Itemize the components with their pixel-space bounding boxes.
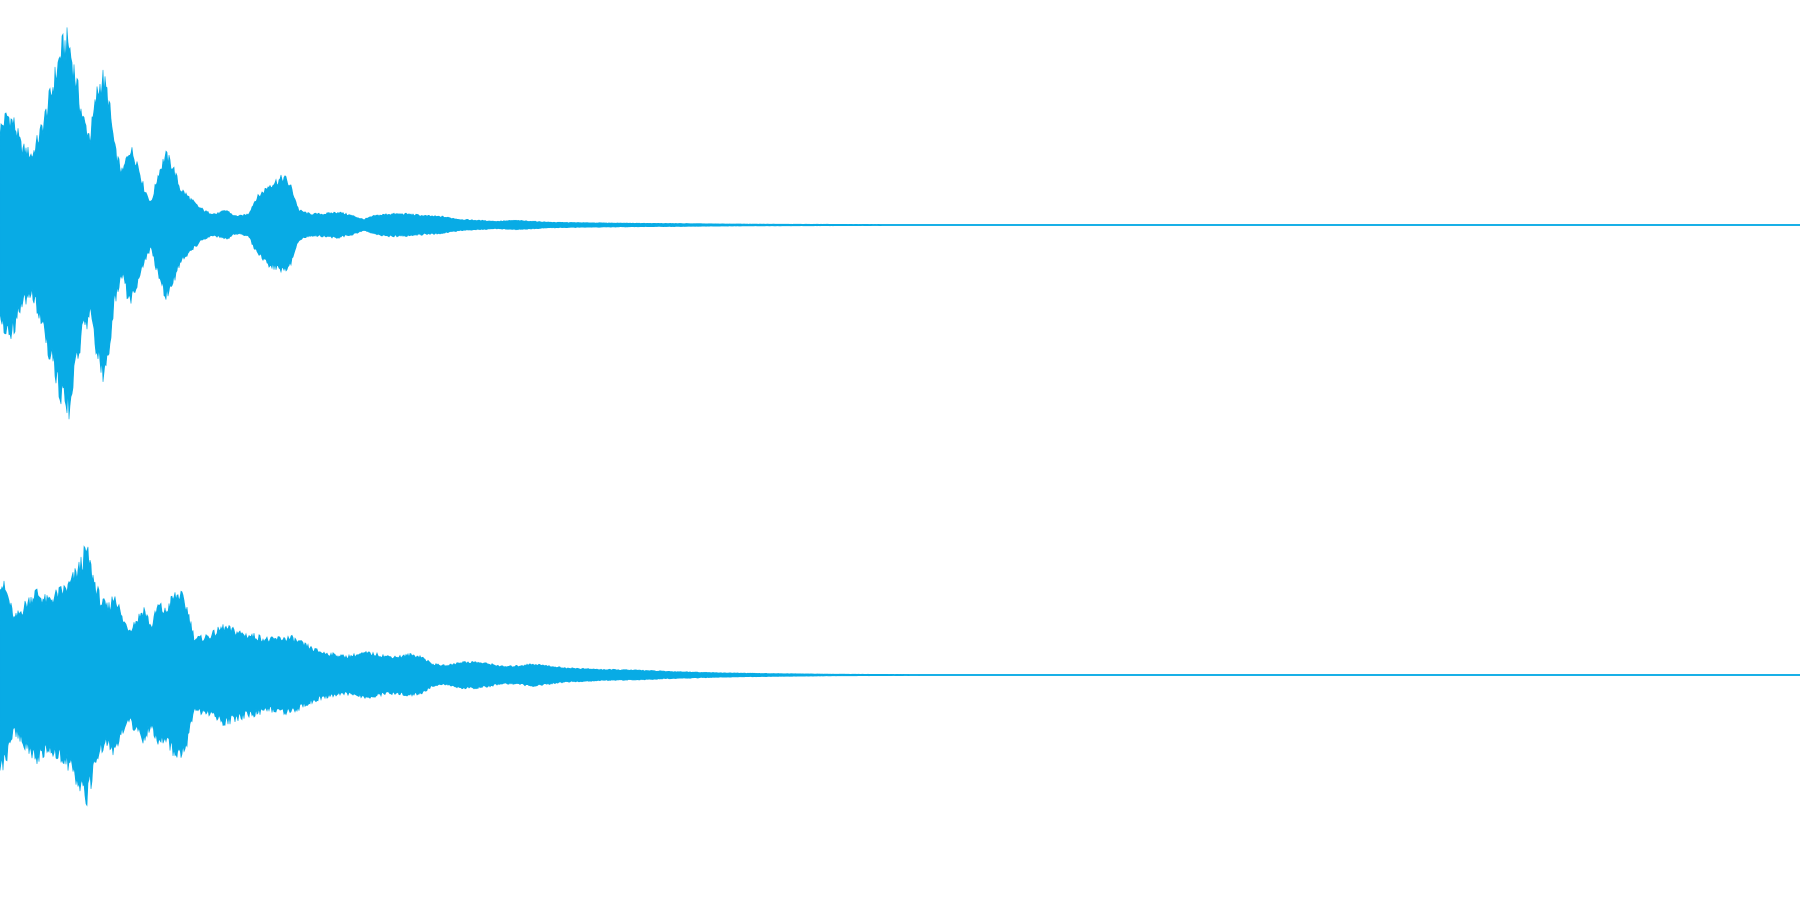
- channel-2-waveform: [0, 545, 1800, 807]
- channel-1-track[interactable]: [0, 27, 1800, 420]
- channel-2-track[interactable]: [0, 545, 1800, 807]
- channel-1-waveform: [0, 27, 1800, 420]
